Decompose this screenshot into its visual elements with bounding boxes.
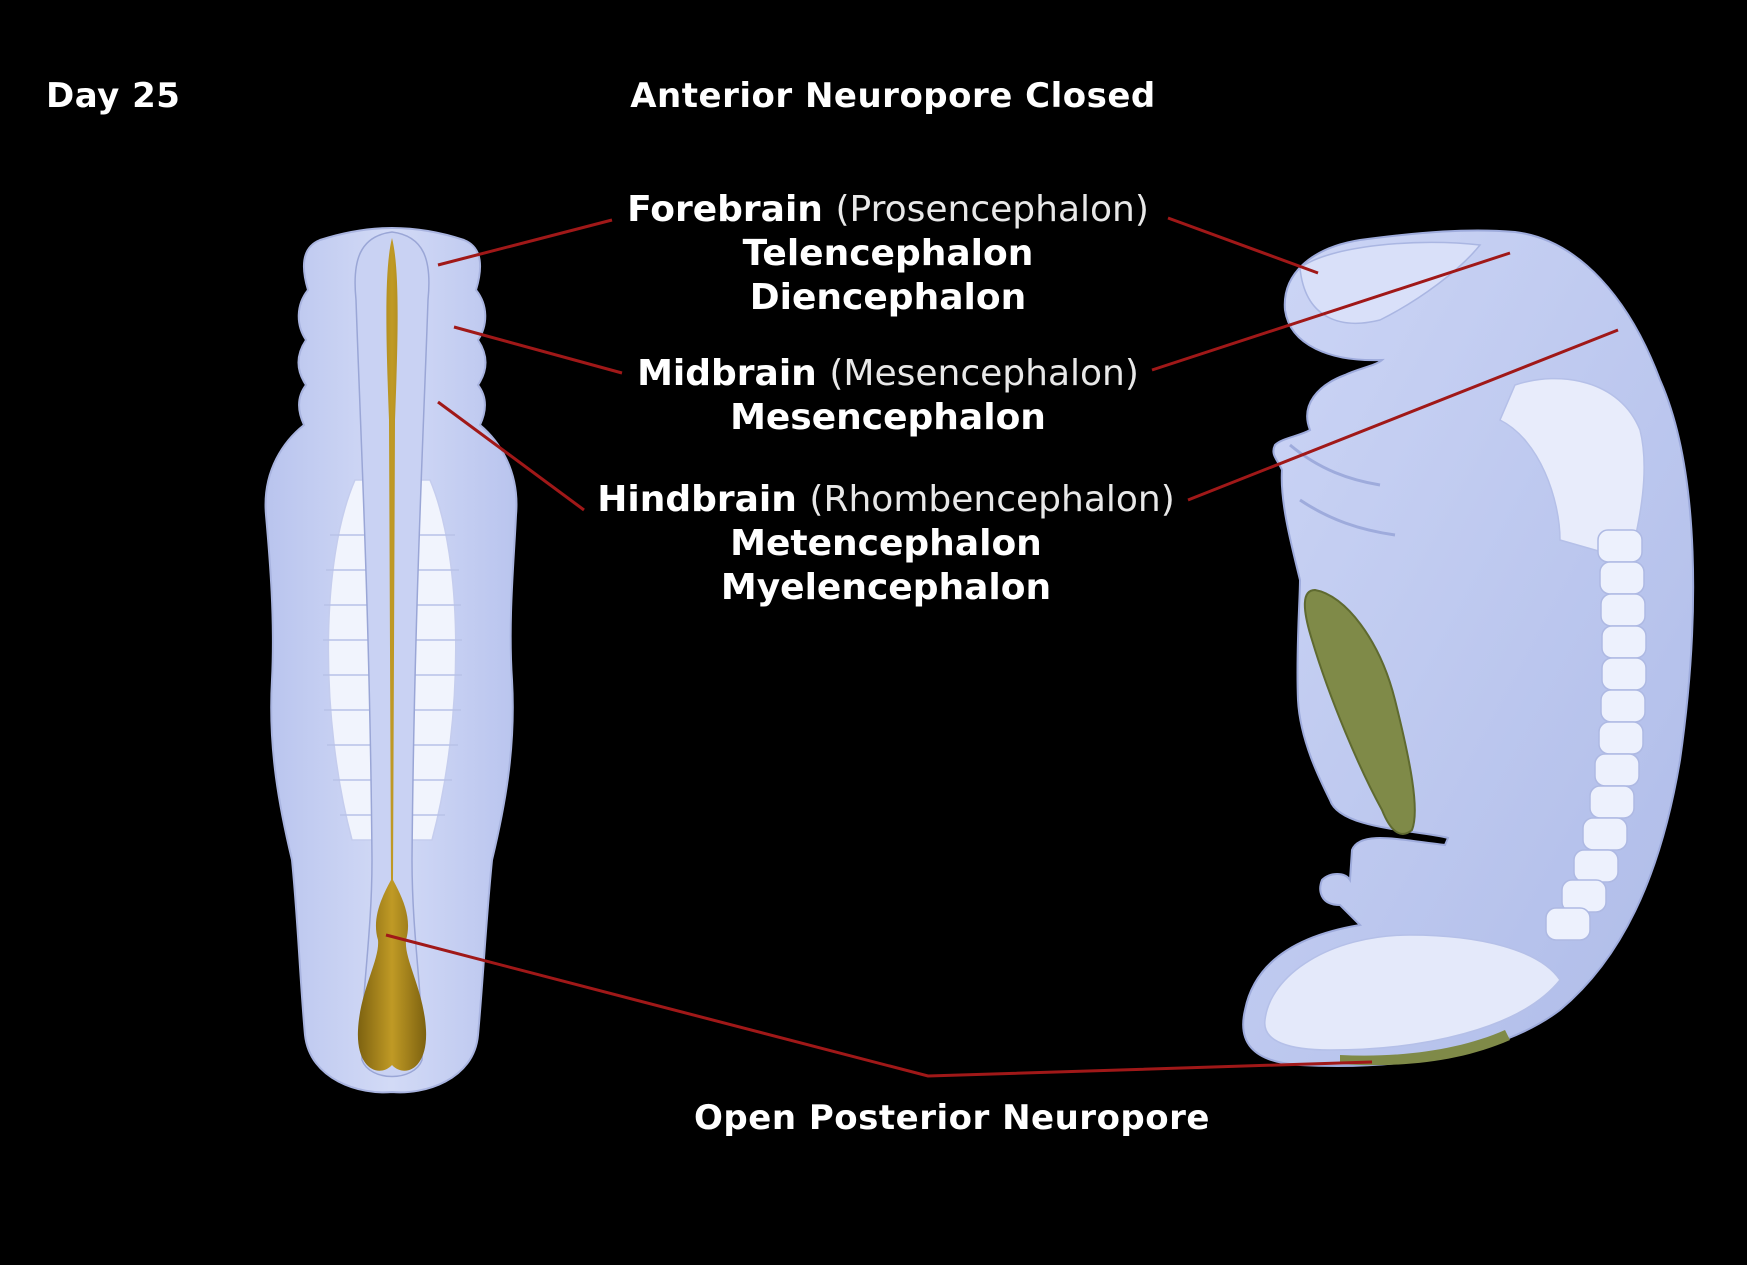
neural-groove bbox=[357, 238, 427, 1071]
forebrain-name: Forebrain bbox=[627, 189, 823, 230]
pharyngeal-arch bbox=[1289, 443, 1396, 537]
heart-bulge bbox=[1303, 588, 1416, 835]
dorsal-view-embryo bbox=[264, 226, 518, 1094]
forebrain-label-group: Forebrain (Prosencephalon) Telencephalon… bbox=[627, 188, 1149, 320]
lateral-view-embryo bbox=[1242, 229, 1695, 1067]
midbrain-alt-name: (Mesencephalon) bbox=[829, 353, 1139, 394]
lateral-mesoderm bbox=[1499, 377, 1645, 561]
day-label: Day 25 bbox=[46, 76, 181, 116]
leader-forebrain-right bbox=[1167, 216, 1319, 275]
mesencephalon-label: Mesencephalon bbox=[730, 397, 1046, 438]
midbrain-name: Midbrain bbox=[637, 353, 817, 394]
leader-posterior-neuropore bbox=[385, 933, 1373, 1078]
leader-hindbrain-left bbox=[437, 400, 585, 512]
hindbrain-alt-name: (Rhombencephalon) bbox=[809, 479, 1175, 520]
hindbrain-name: Hindbrain bbox=[597, 479, 797, 520]
forebrain-alt-name: (Prosencephalon) bbox=[835, 189, 1149, 230]
midbrain-label-group: Midbrain (Mesencephalon) Mesencephalon bbox=[637, 352, 1139, 440]
myelencephalon-label: Myelencephalon bbox=[720, 567, 1052, 608]
somites bbox=[1545, 529, 1647, 941]
posterior-neuropore-strip bbox=[1340, 1030, 1510, 1066]
hindbrain-label-group: Hindbrain (Rhombencephalon) Metencephalo… bbox=[597, 478, 1175, 610]
metencephalon-label: Metencephalon bbox=[730, 523, 1042, 564]
diencephalon-label: Diencephalon bbox=[749, 277, 1027, 318]
leader-hindbrain-right bbox=[1187, 328, 1619, 502]
forebrain-bulge bbox=[1299, 241, 1482, 324]
leader-forebrain-left bbox=[437, 218, 613, 267]
telencephalon-label: Telencephalon bbox=[742, 233, 1034, 274]
diagram-title: Anterior Neuropore Closed bbox=[630, 76, 1156, 116]
posterior-neuropore-label: Open Posterior Neuropore bbox=[694, 1098, 1210, 1138]
leader-lines bbox=[385, 216, 1619, 1078]
leader-midbrain-left bbox=[453, 325, 623, 375]
leader-midbrain-right bbox=[1151, 251, 1511, 372]
tail-region bbox=[1264, 934, 1561, 1051]
